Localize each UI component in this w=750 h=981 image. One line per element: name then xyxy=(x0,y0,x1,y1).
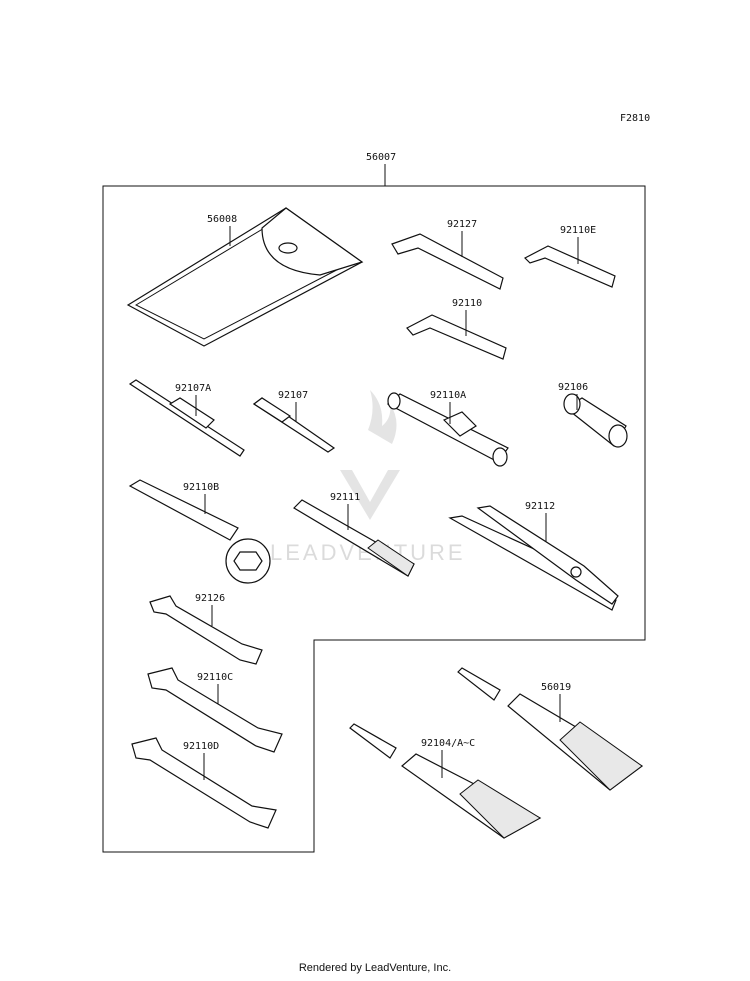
extension-bar-92111 xyxy=(293,499,415,577)
label-92110C: 92110C xyxy=(197,672,233,683)
label-92110D: 92110D xyxy=(183,741,219,752)
label-92110A: 92110A xyxy=(430,390,466,401)
label-92106: 92106 xyxy=(558,382,588,393)
grease-tube-56019 xyxy=(457,667,644,791)
watermark: LEADVENTURE xyxy=(270,390,463,565)
footer-credit: Rendered by LeadVenture, Inc. xyxy=(298,962,452,974)
grip-92106 xyxy=(563,393,628,448)
grease-tube-92104 xyxy=(349,723,542,839)
hex-key-92110 xyxy=(406,314,507,360)
label-92107: 92107 xyxy=(278,390,308,401)
label-92127: 92127 xyxy=(447,219,477,230)
label-92111: 92111 xyxy=(330,492,360,503)
figure-code: F2810 xyxy=(620,113,650,124)
ring-wrench-92110B xyxy=(128,479,271,584)
label-92110: 92110 xyxy=(452,298,482,309)
open-wrench-92110D xyxy=(131,737,277,829)
assembly-outline xyxy=(102,185,646,853)
assembly-label: 56007 xyxy=(366,152,396,163)
hex-key-92110E xyxy=(523,245,616,288)
label-92112: 92112 xyxy=(525,501,555,512)
label-92110B: 92110B xyxy=(183,482,219,493)
screwdriver-92107A xyxy=(128,379,245,457)
pliers-92112 xyxy=(448,505,619,611)
label-92104: 92104/A~C xyxy=(421,738,475,749)
open-wrench-92110C xyxy=(147,667,283,753)
open-wrench-92126 xyxy=(149,595,263,665)
label-92126: 92126 xyxy=(195,593,225,604)
hex-key-92127 xyxy=(391,233,504,290)
label-92110E: 92110E xyxy=(560,225,596,236)
screwdriver-92107 xyxy=(252,397,336,453)
socket-92110A xyxy=(386,392,509,467)
label-56019: 56019 xyxy=(541,682,571,693)
label-92107A: 92107A xyxy=(175,383,211,394)
label-56008: 56008 xyxy=(207,214,237,225)
tool-pouch xyxy=(126,207,364,347)
